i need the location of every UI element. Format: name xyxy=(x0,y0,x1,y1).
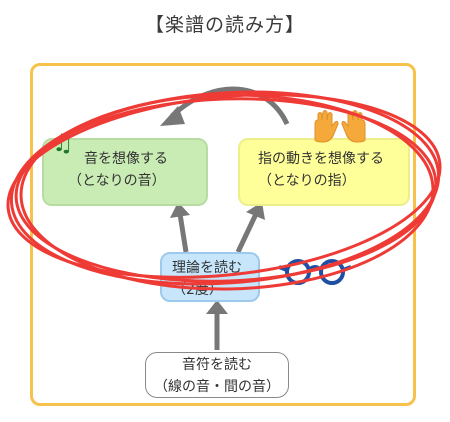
box-read-theory-line1: 理論を読む xyxy=(172,260,242,276)
box-read-notes: 音符を読む （線の音・間の音） xyxy=(145,352,289,398)
arrow-theory-to-finger xyxy=(235,212,259,254)
diagram-frame xyxy=(30,63,416,406)
diagram-title: 【楽譜の読み方】 xyxy=(144,14,305,36)
box-imagine-sound-line2: （となりの音） xyxy=(68,173,166,189)
box-imagine-sound: 音を想像する （となりの音） xyxy=(42,138,208,206)
box-read-theory-line2: （2度） xyxy=(172,282,223,298)
arrow-notes-to-theory-head xyxy=(206,300,228,314)
box-imagine-finger-line2: （となりの指） xyxy=(258,173,356,189)
box-imagine-finger-line1: 指の動きを想像する xyxy=(258,151,384,167)
box-imagine-sound-line1: 音を想像する xyxy=(84,151,168,167)
arrow-theory-to-sound-head xyxy=(170,202,190,218)
box-read-notes-line1: 音符を読む xyxy=(182,357,252,373)
box-imagine-finger: 指の動きを想像する （となりの指） xyxy=(238,138,410,206)
arrow-curve-head xyxy=(160,106,185,126)
arrow-theory-to-sound xyxy=(177,213,189,253)
arrow-theory-to-finger-head xyxy=(246,202,265,220)
arrow-curve-finger-to-sound xyxy=(170,86,290,126)
hands-icon xyxy=(314,110,366,143)
box-read-notes-line2: （線の音・間の音） xyxy=(154,379,280,395)
